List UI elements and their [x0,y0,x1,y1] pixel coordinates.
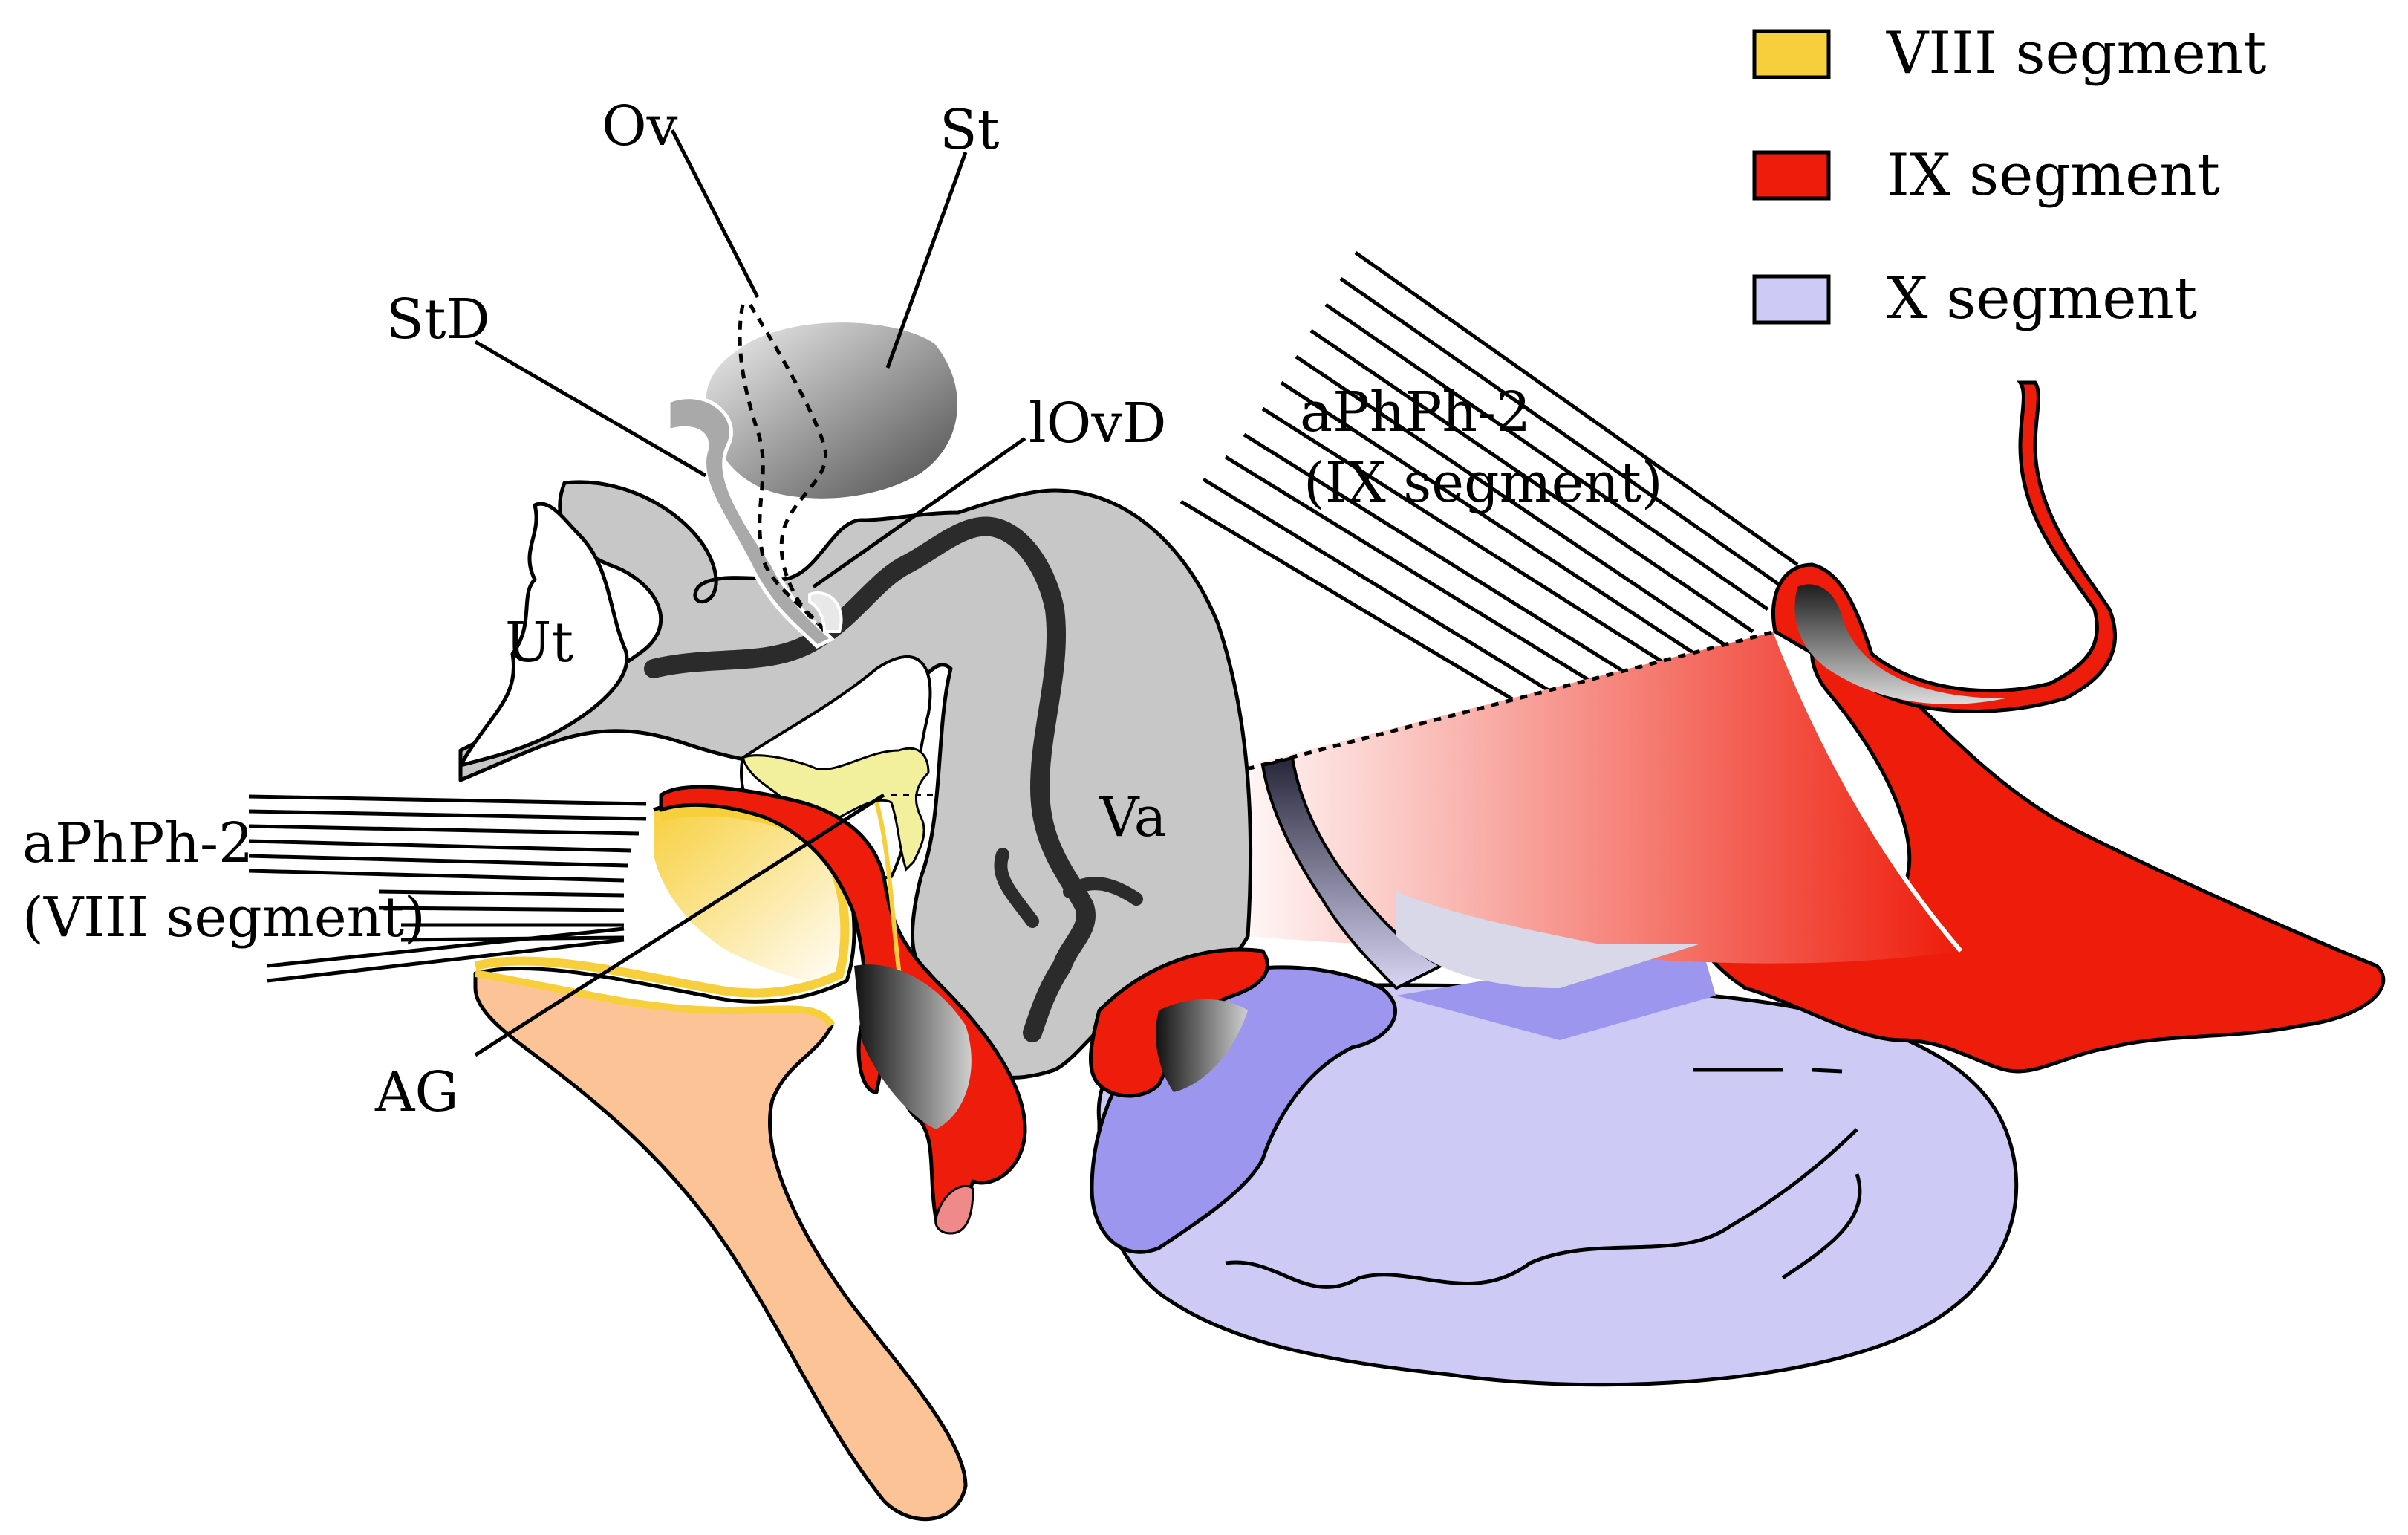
dark-pocket-center [1156,999,1248,1092]
apodeme-yellow-band [475,970,836,1028]
spermatheca [701,318,963,503]
grey-pocket [854,964,972,1129]
legend-swatch-viii [1752,29,1831,79]
label-std: StD [386,288,490,351]
x-segment-fold-3 [1693,1068,1843,1074]
uterus [458,502,629,768]
spermathecal-duct [666,395,836,649]
label-st: St [940,98,1000,162]
label-lovd: lOvD [1029,392,1166,455]
lovd-leader [812,436,1026,589]
x-segment-fold-2 [1781,1173,1862,1280]
vagina-duct-branch [994,848,1143,928]
legend-label-viii: VIII segment [1886,20,2266,87]
label-va: Va [1099,785,1167,849]
x-segment-fold [1225,1128,1858,1289]
label-ov: Ov [602,94,678,158]
legend-swatch-x [1752,274,1831,325]
ix-segment-plate [1218,632,1961,964]
legend-label-ix: IX segment [1887,142,2220,209]
x-segment-stem [1260,756,1445,990]
label-ut: Ut [505,611,573,675]
legend-swatch-ix [1752,150,1831,201]
ix-plate-dotted-edge [1217,629,1776,779]
std-leader [474,340,707,478]
legend: VIII segment IX segment X segment [1752,20,2266,332]
ix-segment-tube [1771,380,2117,713]
ix-segment-posterior [1699,633,2386,1074]
lateral-oviduct [808,591,843,633]
ov-leader [670,129,760,299]
label-aphph-ix-2: (IX segment) [1304,451,1663,515]
label-aphph-viii-2: (VIII segment) [22,886,426,950]
aphph-ix-muscle-lines [1179,250,1799,734]
x-segment-stem-light [1396,892,1701,988]
label-ag: AG [374,1060,459,1124]
legend-label-x: X segment [1887,265,2197,332]
x-segment-dark-right [1396,944,1716,1040]
ix-segment-tip-pink [934,1184,974,1235]
aphph-viii-muscle-lines [248,794,647,983]
label-aphph-ix-1: aPhPh-2 [1300,380,1531,444]
ix-funnel-dark [1794,584,2005,704]
oviduct-dotted [738,303,827,633]
ix-plate-border [1773,630,1963,953]
st-leader [885,152,968,369]
ag-leader [474,793,885,1057]
label-aphph-viii-1: aPhPh-2 [22,811,253,875]
